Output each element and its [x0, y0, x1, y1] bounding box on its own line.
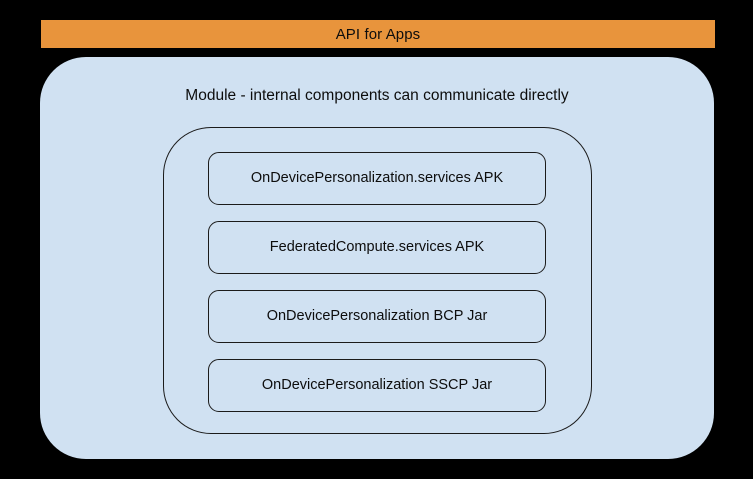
- component-box-federatedcompute-services-apk: FederatedCompute.services APK: [208, 221, 546, 274]
- component-box-ondevicepersonalization-sscp-jar: OnDevicePersonalization SSCP Jar: [208, 359, 546, 412]
- module-panel: Module - internal components can communi…: [40, 57, 714, 459]
- component-label: OnDevicePersonalization.services APK: [250, 170, 504, 187]
- api-for-apps-banner-label: API for Apps: [335, 25, 421, 43]
- component-label: OnDevicePersonalization SSCP Jar: [261, 377, 493, 394]
- component-box-ondevicepersonalization-services-apk: OnDevicePersonalization.services APK: [208, 152, 546, 205]
- internal-components-group: OnDevicePersonalization.services APK Fed…: [163, 127, 592, 434]
- component-label: OnDevicePersonalization BCP Jar: [266, 308, 488, 325]
- api-for-apps-banner: API for Apps: [41, 20, 715, 48]
- module-caption: Module - internal components can communi…: [185, 87, 569, 104]
- component-list: OnDevicePersonalization.services APK Fed…: [208, 152, 546, 412]
- component-box-ondevicepersonalization-bcp-jar: OnDevicePersonalization BCP Jar: [208, 290, 546, 343]
- component-label: FederatedCompute.services APK: [269, 239, 485, 256]
